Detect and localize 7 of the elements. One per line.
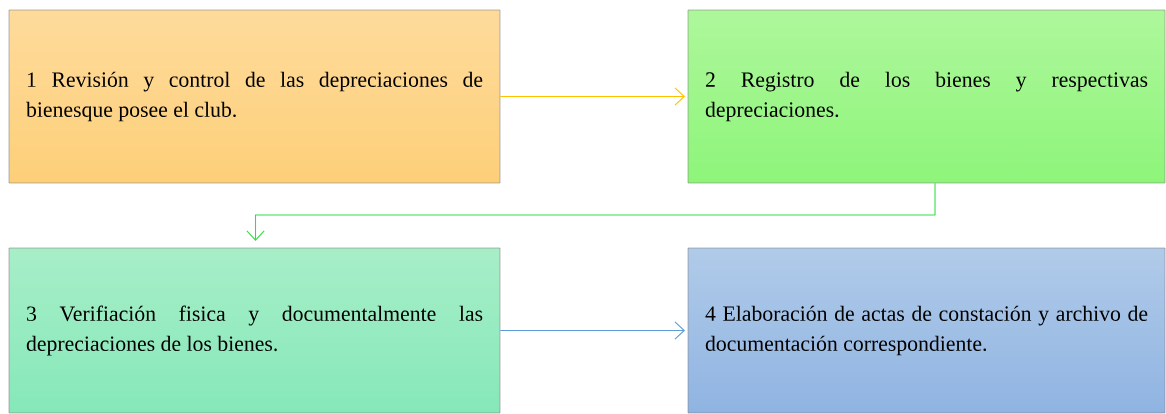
process-box: 4 Elaboración de actas de constación y archivo de documentación correspondiente. bbox=[687, 247, 1166, 414]
process-box: 2 Registro de los bienes y respectivas depreciaciones. bbox=[687, 9, 1166, 184]
arrow bbox=[246, 182, 936, 241]
process-box: 3 Verifiación fisica y documentalmente las depreciaciones de los bienes. bbox=[8, 247, 501, 414]
arrow bbox=[499, 321, 686, 340]
process-box: 1 Revisión y control de las depreciaciones de bienesque posee el club. bbox=[8, 9, 501, 184]
arrow bbox=[499, 87, 686, 106]
